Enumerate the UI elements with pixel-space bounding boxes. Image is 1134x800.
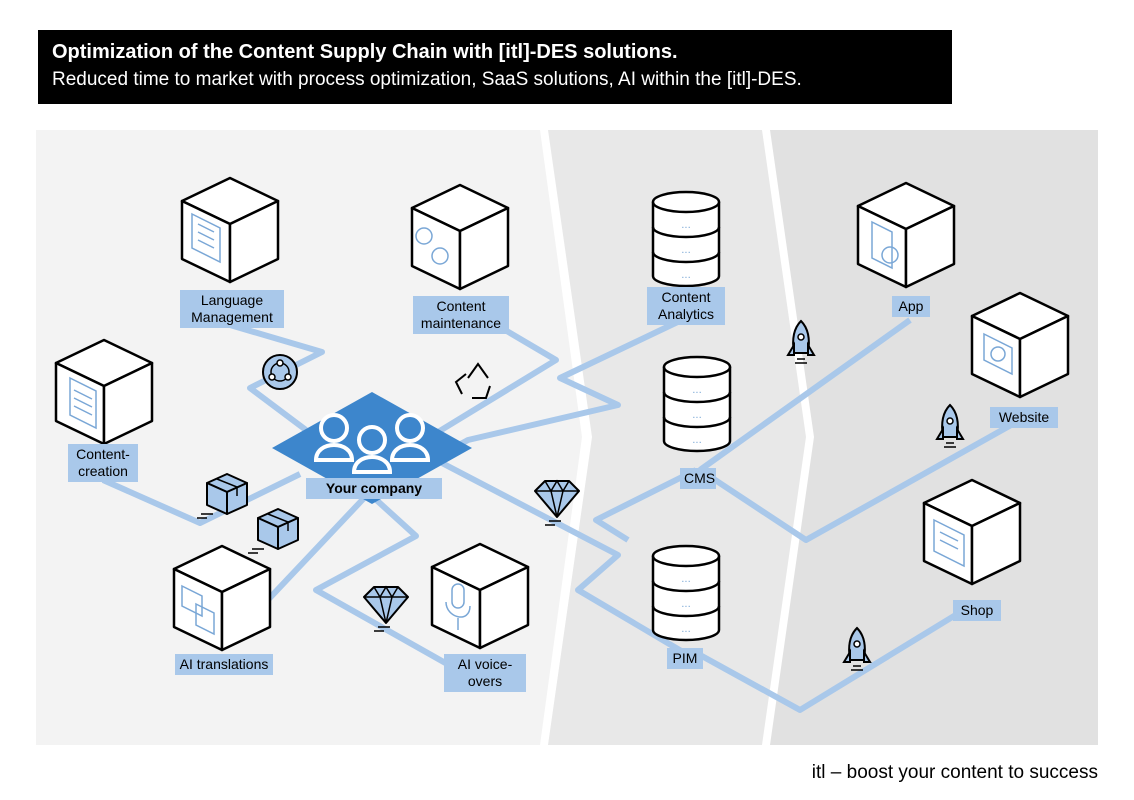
label-ai-voice-overs: AI voice-overs <box>444 654 526 692</box>
people-icon <box>313 413 431 474</box>
label-website: Website <box>990 407 1058 428</box>
label-pim: PIM <box>667 648 703 669</box>
database-cms-icon <box>662 355 732 453</box>
label-your-company: Your company <box>306 478 442 499</box>
label-language-management: Language Management <box>180 290 284 328</box>
page-title: Optimization of the Content Supply Chain… <box>52 41 678 63</box>
header-banner: Optimization of the Content Supply Chain… <box>38 30 952 104</box>
cube-ai-translations-icon <box>172 544 272 652</box>
label-ai-translations: AI translations <box>175 654 273 675</box>
recycle-icon <box>454 362 491 399</box>
cube-app-icon <box>856 181 956 289</box>
label-app: App <box>892 296 930 317</box>
connector-lines <box>101 315 1022 713</box>
page-subtitle: Reduced time to market with process opti… <box>52 69 802 90</box>
cube-language-management-icon <box>180 176 280 284</box>
label-cms: CMS <box>680 468 716 489</box>
label-content-creation: Content-creation <box>68 444 138 482</box>
label-content-analytics: Content Analytics <box>647 287 725 325</box>
label-shop: Shop <box>953 600 1001 621</box>
cube-website-icon <box>970 291 1070 399</box>
footer-tagline: itl – boost your content to success <box>811 762 1098 783</box>
database-pim-icon <box>651 544 721 642</box>
share-circle-icon <box>262 354 298 390</box>
cube-shop-icon <box>922 478 1022 586</box>
cube-content-maintenance-icon <box>410 183 510 291</box>
cube-ai-voice-overs-icon <box>430 542 530 650</box>
your-company-hub <box>272 392 472 504</box>
cube-content-creation-icon <box>54 338 154 446</box>
panel-distribution <box>770 130 1098 745</box>
database-content-analytics-icon <box>651 190 721 288</box>
label-content-maintenance: Content maintenance <box>413 296 509 334</box>
